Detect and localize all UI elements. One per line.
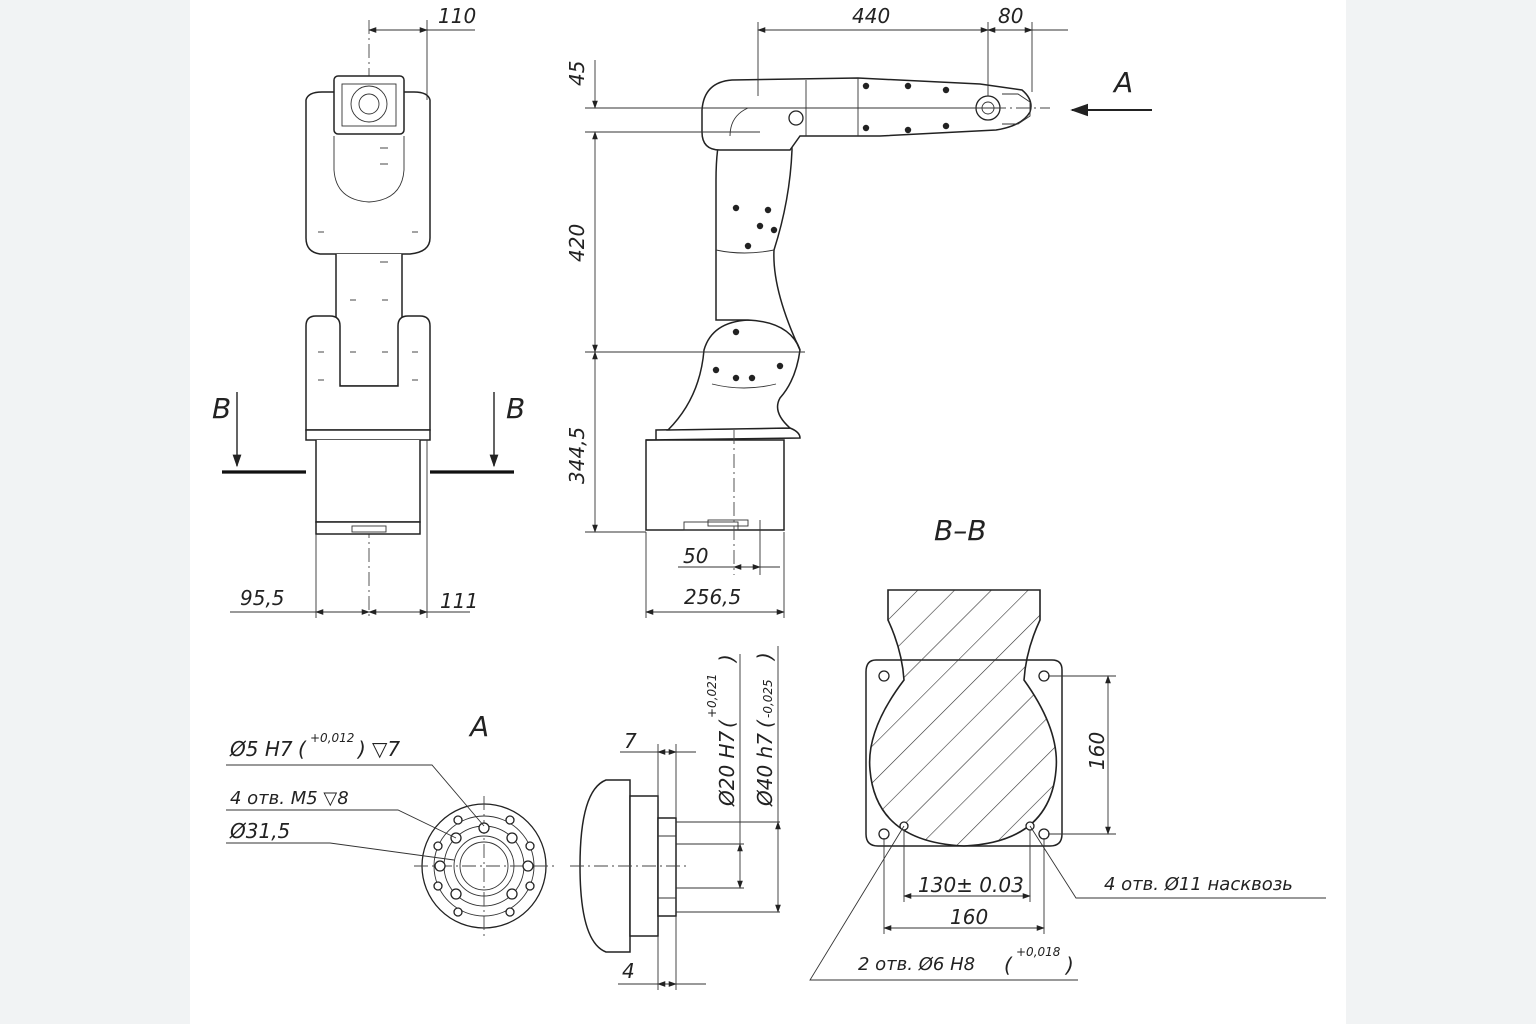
dim-reach: 440	[852, 4, 890, 28]
svg-text:(: (	[1004, 953, 1013, 977]
dim-offset: 45	[565, 61, 589, 86]
svg-text:): )	[356, 737, 366, 761]
dim-front-top: 110	[438, 4, 476, 28]
svg-text:): )	[1064, 953, 1074, 977]
note-pin-hole-tol: +0,012	[310, 731, 354, 745]
dia-outer-tol: -0,025	[761, 679, 775, 718]
dim-upper-arm: 420	[565, 224, 589, 262]
drawing-sheet: 110 95,5 111 B B	[190, 0, 1346, 1024]
section-bb-title: B–B	[934, 514, 986, 547]
svg-text:): )	[753, 652, 777, 662]
flange-side-view: 7 4 Ø20 H7 ( +0,021 ) Ø40 h7 ( -0,025 )	[570, 646, 781, 990]
dim-base-width: 256,5	[684, 585, 741, 609]
svg-text:(: (	[715, 719, 739, 728]
note-threads: 4 отв. M5 ▽8	[230, 788, 349, 809]
section-letter-right: B	[506, 392, 525, 425]
dim-base-height: 344,5	[565, 427, 589, 484]
dia-inner-tol: +0,021	[705, 674, 719, 718]
note-pin-holes-tol: +0,018	[1016, 945, 1061, 959]
svg-text:(: (	[298, 737, 307, 761]
dim-bb-vertical: 160	[1085, 732, 1109, 770]
dim-flange-top: 7	[624, 729, 637, 753]
note-holes-through: 4 отв. Ø11 насквозь	[1104, 874, 1293, 895]
side-view: 45 420 344,5 440 80 A 50 256,5	[565, 4, 1152, 618]
section-letter-left: B	[212, 392, 231, 425]
dim-flange-bottom: 4	[622, 959, 635, 983]
view-a: A Ø5 H7 ( +0,012 ) ▽7 4 отв. M5 ▽8 Ø31,5	[226, 710, 556, 936]
note-pin-hole: Ø5 H7	[229, 737, 293, 761]
section-bb: B–B 160 130± 0.03 160 4 отв. Ø11 насквоз…	[809, 514, 1326, 981]
dim-small: 50	[683, 544, 708, 568]
dim-bb-horizontal: 160	[950, 905, 988, 929]
dim-front-right: 111	[440, 589, 478, 613]
technical-drawing: 110 95,5 111 B B	[212, 4, 1326, 990]
dim-bb-holes: 130± 0.03	[918, 873, 1024, 897]
view-a-title: A	[468, 710, 489, 743]
dia-inner: Ø20 H7	[715, 730, 739, 807]
view-arrow-letter: A	[1112, 66, 1133, 99]
svg-text:): )	[715, 654, 739, 664]
note-bore: Ø31,5	[229, 819, 290, 843]
note-pin-holes: 2 отв. Ø6 H8	[858, 954, 975, 975]
front-view: 110 95,5 111 B B	[212, 4, 525, 620]
dia-outer: Ø40 h7	[753, 733, 777, 807]
svg-text:(: (	[753, 719, 777, 728]
dim-front-left: 95,5	[240, 586, 285, 610]
note-pin-hole-depth: ▽7	[372, 737, 400, 761]
dim-flange: 80	[998, 4, 1023, 28]
